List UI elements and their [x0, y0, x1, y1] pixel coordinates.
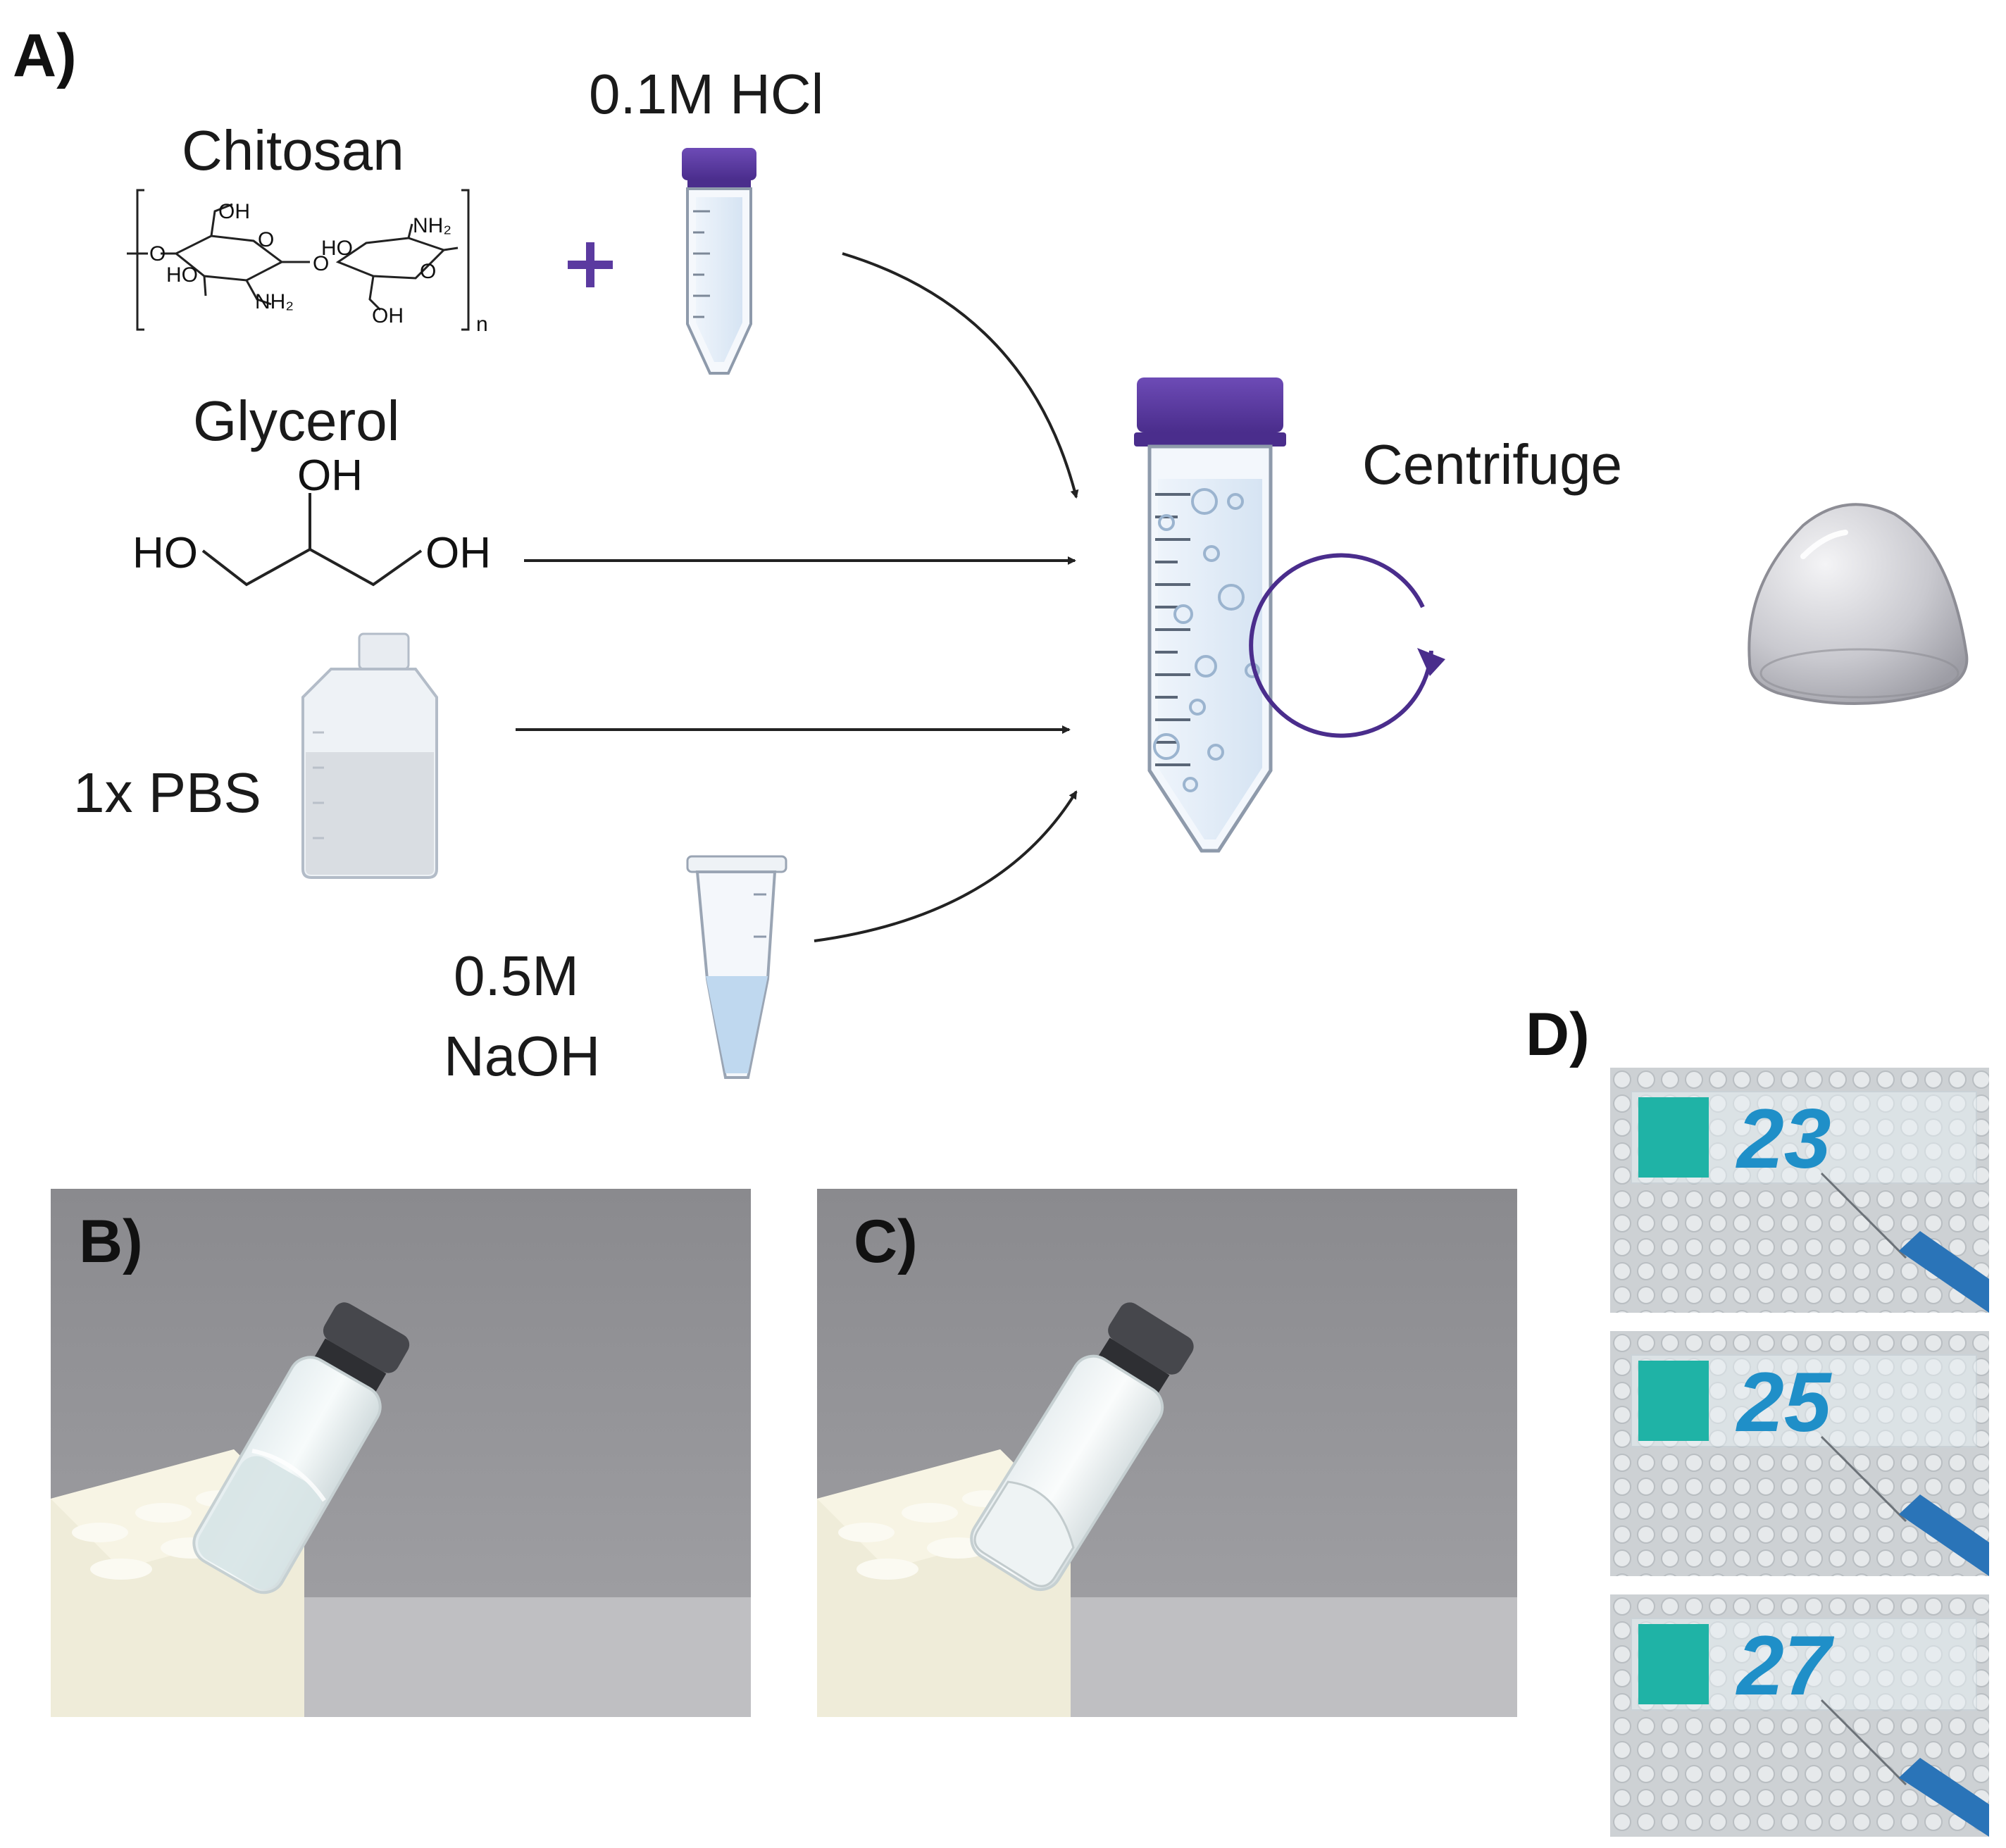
chitosan-o-ring: O: [258, 228, 274, 251]
plus-icon: [568, 242, 613, 287]
chitosan-o-1: O: [149, 242, 166, 266]
slide-3-number: 27: [1736, 1618, 1835, 1713]
chitosan-atom-labels: OH O HO NH₂ O HO NH₂ O OH O n: [149, 200, 488, 336]
photo-panel-b: [51, 1189, 751, 1717]
slide-2-number: 25: [1736, 1355, 1833, 1449]
chitosan-ho-1: HO: [166, 263, 198, 287]
slide-1-number: 23: [1736, 1092, 1831, 1186]
arrow-naoh: [814, 790, 1078, 942]
panel-label-d: D): [1526, 1001, 1590, 1068]
photo-b-scene: [51, 1189, 751, 1717]
glycerol-oh-right: OH: [425, 529, 491, 578]
chitosan-oh-2: OH: [372, 304, 404, 327]
pbs-label: 1x PBS: [73, 761, 261, 824]
chitosan-structure: [127, 189, 470, 331]
pbs-bottle: [301, 632, 438, 879]
slide-photo-2: 25: [1610, 1331, 1989, 1576]
slide-photo-3: 27: [1610, 1594, 1989, 1837]
panel-label-b: B): [79, 1208, 143, 1275]
glycerol-ho-left: HO: [132, 529, 198, 578]
chitosan-oh-1: OH: [218, 200, 250, 223]
panel-label-c: C): [854, 1208, 918, 1275]
naoh-label-line2: NaOH: [444, 1025, 601, 1087]
panel-a-schematic: OH O HO NH₂ O HO NH₂ O OH O n: [127, 148, 1969, 1079]
naoh-microtube: [686, 855, 787, 1079]
glycerol-structure: [201, 493, 423, 587]
panel-label-a: A): [13, 22, 77, 89]
hcl-label: 0.1M HCl: [589, 63, 824, 125]
chitosan-o-2: O: [313, 252, 329, 275]
slide-photo-2-scene: 25: [1610, 1331, 1989, 1576]
centrifuge-label: Centrifuge: [1362, 433, 1623, 496]
conical-tube: [1134, 377, 1286, 853]
slide-photo-3-scene: 27: [1610, 1594, 1989, 1837]
chitosan-label: Chitosan: [182, 119, 404, 182]
photo-c-scene: [817, 1189, 1517, 1717]
slide-photo-1: 23: [1610, 1068, 1989, 1313]
chitosan-repeat-n: n: [476, 313, 488, 336]
arrow-hcl: [842, 252, 1079, 499]
chitosan-nh2-1: NH₂: [255, 290, 294, 313]
glycerol-label: Glycerol: [193, 389, 400, 452]
hydrogel-dome: [1748, 503, 1969, 705]
glycerol-oh-top: OH: [297, 451, 363, 500]
chitosan-ho-2: HO: [321, 237, 353, 260]
rotation-icon: [1249, 553, 1445, 738]
photo-panel-c: [817, 1189, 1517, 1717]
hcl-tube: [682, 148, 756, 375]
arrows: [516, 252, 1079, 942]
slide-photo-1-scene: 23: [1610, 1068, 1989, 1313]
chitosan-o-3: O: [420, 260, 436, 283]
glycerol-atom-labels: OH HO OH: [132, 451, 491, 578]
naoh-label-line1: 0.5M: [454, 944, 579, 1007]
chitosan-nh2-2: NH₂: [413, 214, 451, 237]
